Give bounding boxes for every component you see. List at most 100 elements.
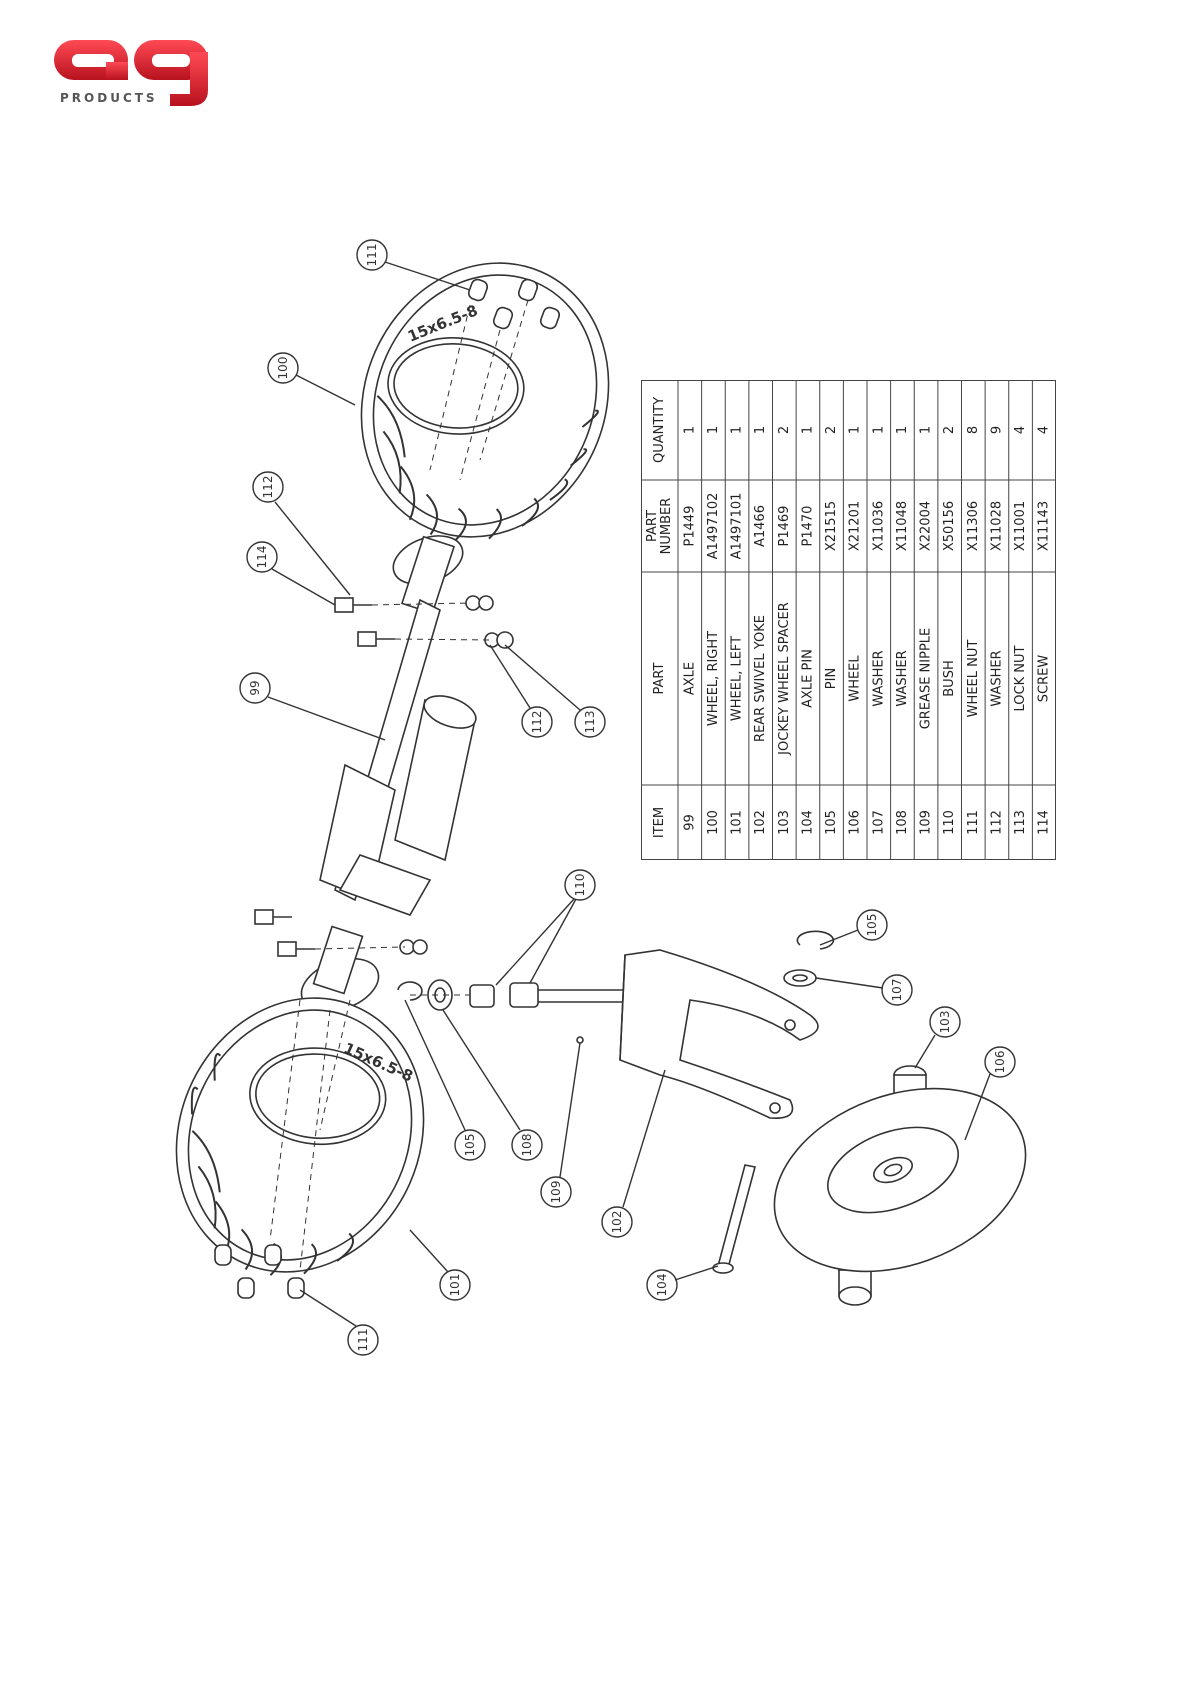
header-part-number: PART	[645, 510, 660, 542]
callout-103: 103	[938, 1011, 952, 1034]
table-cell-qty: 1	[848, 426, 863, 434]
table-cell-number: A1497102	[706, 493, 721, 560]
table-cell-number: A1466	[753, 505, 768, 547]
callout-106: 106	[993, 1051, 1007, 1074]
table-cell-number: X11001	[1013, 501, 1028, 551]
table-cell-qty: 1	[730, 426, 745, 434]
ag-products-logo: PRODUCTS	[54, 40, 208, 106]
callout-114: 114	[255, 546, 269, 569]
header-quantity: QUANTITY	[652, 397, 667, 463]
callout-112-mid: 112	[530, 711, 544, 734]
header-part: PART	[652, 662, 667, 694]
table-cell-part: WASHER	[989, 650, 1004, 706]
callout-111-bottom: 111	[356, 1329, 370, 1352]
callout-113: 113	[583, 711, 597, 734]
table-cell-part: BUSH	[942, 660, 957, 696]
table-cell-part: GREASE NIPPLE	[919, 628, 934, 730]
table-cell-qty: 2	[777, 426, 792, 434]
table-cell-item: 105	[824, 810, 839, 835]
table-cell-item: 111	[966, 810, 981, 835]
table-cell-part: SCREW	[1037, 655, 1052, 703]
callout-110: 110	[573, 874, 587, 897]
table-cell-qty: 1	[919, 426, 934, 434]
bolts-nuts	[254, 595, 514, 957]
callout-105-left: 105	[463, 1134, 477, 1157]
wheel-nuts-right	[467, 278, 561, 330]
wheel-left	[175, 997, 425, 1276]
table-cell-part: REAR SWIVEL YOKE	[753, 615, 768, 742]
table-cell-qty: 4	[1037, 426, 1052, 434]
table-cell-number: X11048	[895, 501, 910, 551]
table-cell-qty: 1	[895, 426, 910, 434]
table-cell-part: AXLE PIN	[800, 649, 815, 708]
table-cell-qty: 1	[871, 426, 886, 434]
axle-body	[300, 535, 477, 1013]
callout-104: 104	[655, 1274, 669, 1297]
table-cell-number: A1497101	[730, 493, 745, 560]
table-cell-number: X11028	[989, 501, 1004, 551]
table-cell-item: 109	[919, 810, 934, 835]
table-cell-number: P1470	[800, 506, 815, 547]
table-cell-item: 112	[989, 810, 1004, 835]
table-cell-part: PIN	[824, 668, 839, 689]
rear-swivel-yoke	[619, 949, 819, 1119]
table-cell-part: WHEEL, LEFT	[730, 636, 745, 721]
table-cell-qty: 2	[824, 426, 839, 434]
table-cell-number: X50156	[942, 501, 957, 551]
table-cell-number: P1469	[777, 506, 792, 547]
callout-111-top: 111	[365, 244, 379, 267]
table-cell-qty: 4	[1013, 426, 1028, 434]
table-cell-qty: 1	[753, 426, 768, 434]
table-cell-number: X11036	[871, 501, 886, 551]
table-cell-item: 102	[753, 810, 768, 835]
table-cell-item: 113	[1013, 810, 1028, 835]
table-cell-part: WHEEL NUT	[966, 640, 981, 718]
table-cell-part: WHEEL	[848, 655, 863, 702]
jockey-wheel-spacer	[838, 1065, 927, 1306]
table-cell-number: X11143	[1037, 501, 1052, 551]
table-cell-item: 114	[1037, 810, 1052, 835]
table-cell-item: 104	[800, 810, 815, 835]
wheel-right	[360, 262, 610, 541]
jockey-wheel	[773, 1087, 1027, 1273]
table-cell-part: AXLE	[682, 662, 697, 695]
header-item: ITEM	[652, 807, 667, 838]
table-cell-part: LOCK NUT	[1013, 645, 1028, 711]
table-cell-item: 108	[895, 810, 910, 835]
table-cell-item: 106	[848, 810, 863, 835]
callout-112-top: 112	[261, 476, 275, 499]
callout-99: 99	[248, 680, 262, 695]
table-cell-item: 101	[730, 810, 745, 835]
table-cell-qty: 9	[989, 426, 1004, 434]
table-cell-part: WASHER	[871, 650, 886, 706]
table-cell-qty: 1	[682, 426, 697, 434]
table-cell-number: X21201	[848, 501, 863, 551]
table-cell-item: 103	[777, 810, 792, 835]
table-cell-item: 107	[871, 810, 886, 835]
axle-pin	[712, 1164, 756, 1274]
table-cell-number: X22004	[919, 501, 934, 551]
table-cell-part: WASHER	[895, 650, 910, 706]
callout-balloons	[239, 239, 1016, 1356]
table-cell-qty: 2	[942, 426, 957, 434]
table-cell-item: 100	[706, 810, 721, 835]
table-cell-number: P1449	[682, 506, 697, 547]
callout-108: 108	[520, 1134, 534, 1157]
callout-109: 109	[549, 1181, 563, 1204]
table-cell-part: WHEEL, RIGHT	[706, 631, 721, 726]
swivel-hardware	[397, 979, 630, 1044]
callout-labels: 111 100 112 114 99 112 113 110 105 107 1…	[248, 244, 1007, 1352]
table-cell-item: 110	[942, 810, 957, 835]
callout-102: 102	[610, 1211, 624, 1234]
table-cell-qty: 1	[706, 426, 721, 434]
table-cell-item: 99	[682, 814, 697, 831]
header-part-number: NUMBER	[659, 498, 674, 555]
table-cell-qty: 1	[800, 426, 815, 434]
table-cell-qty: 8	[966, 426, 981, 434]
wheel-nuts-left	[214, 1244, 305, 1299]
table-cell-number: X21515	[824, 501, 839, 551]
callout-105-right: 105	[865, 914, 879, 937]
table-cell-number: X11306	[966, 501, 981, 551]
